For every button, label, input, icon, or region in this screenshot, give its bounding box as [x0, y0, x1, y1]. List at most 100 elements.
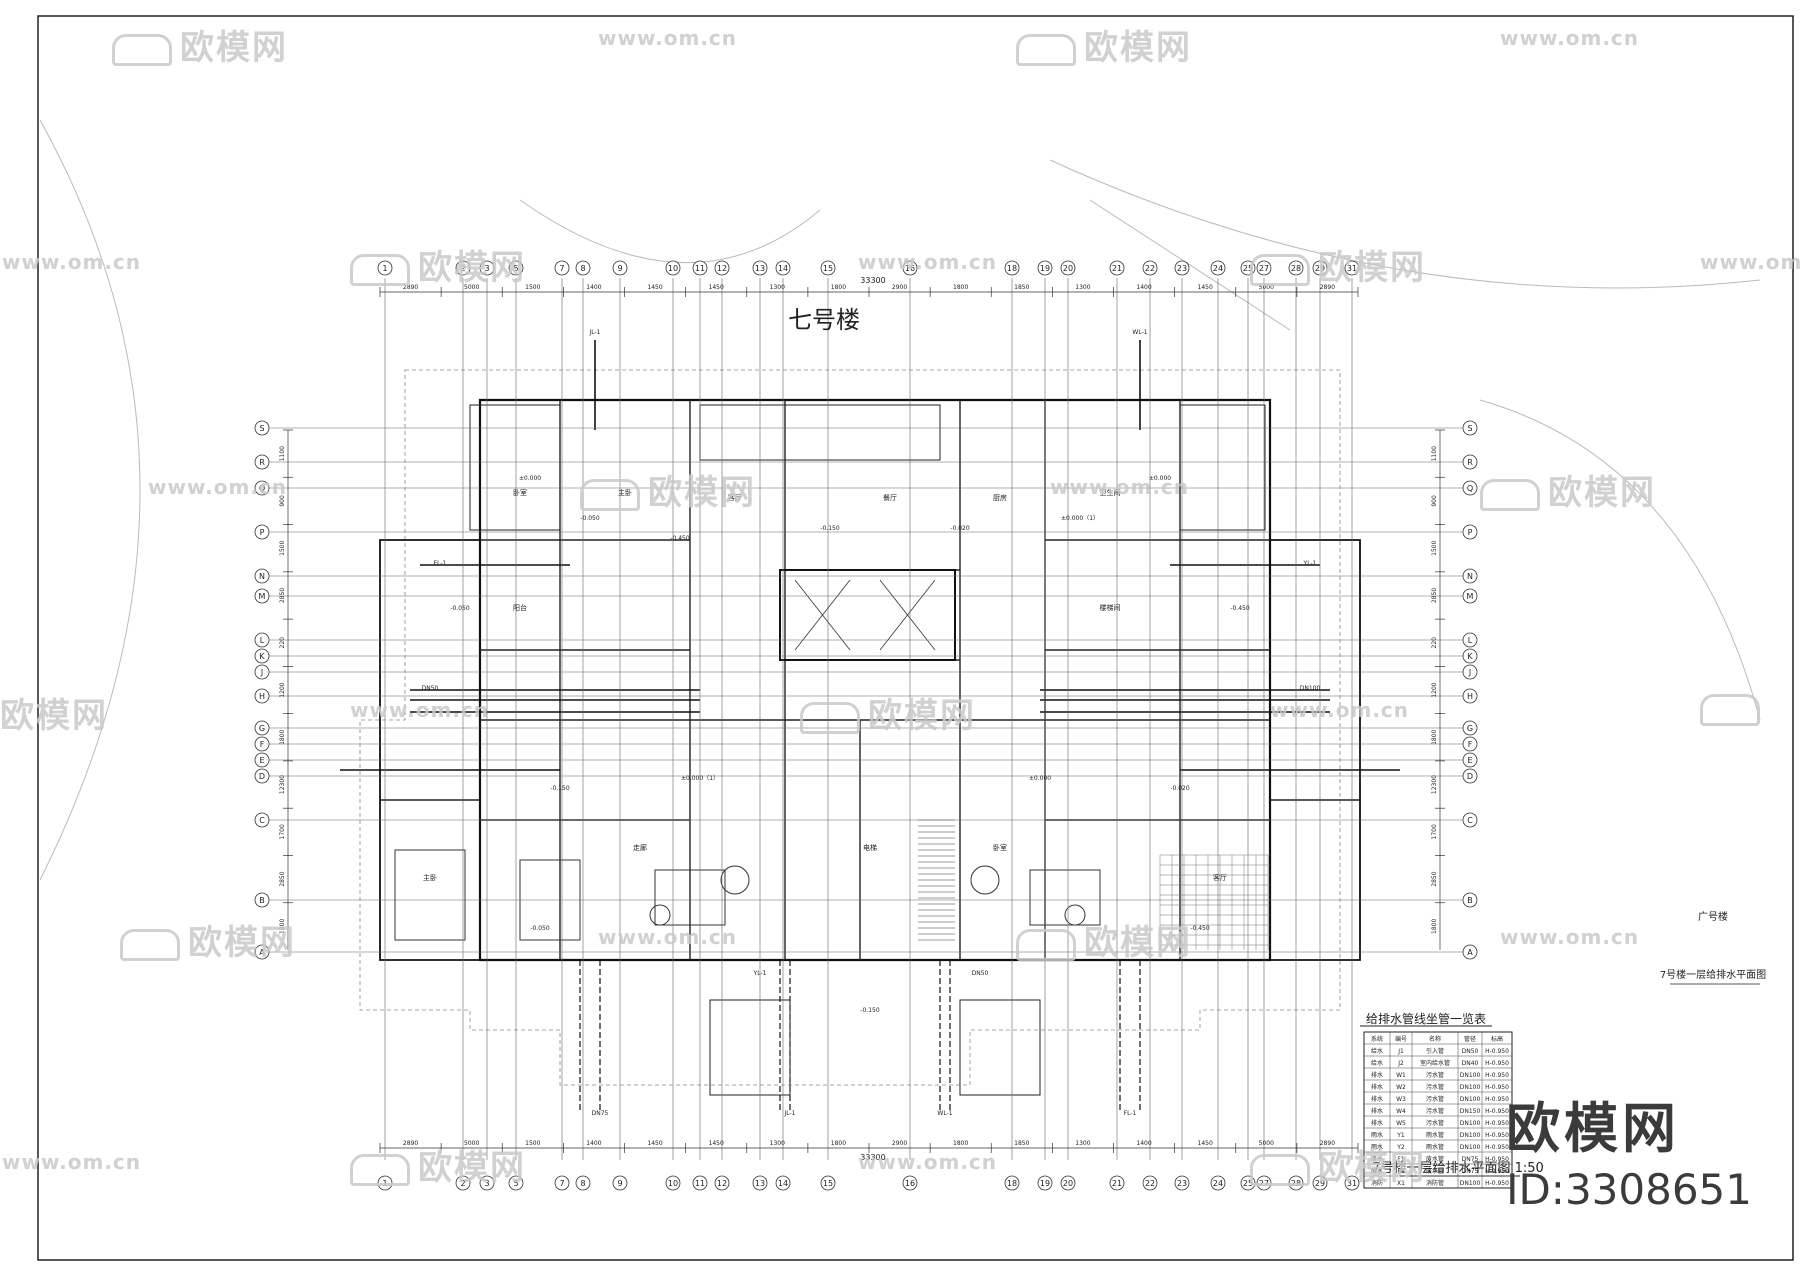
brand-id: ID:3308651 — [1506, 1165, 1752, 1214]
pipe-table-cell: W1 — [1396, 1072, 1406, 1079]
grid-column-label: 22 — [1145, 1179, 1155, 1188]
dimension-text: 1450 — [709, 1140, 724, 1147]
dimension-text: 1300 — [1075, 1140, 1090, 1147]
grid-bubble — [254, 524, 270, 540]
pipe-table-cell: 室内给水管 — [1420, 1059, 1450, 1067]
grid-bubble — [1462, 720, 1478, 736]
pipe-tag: DN50 — [422, 685, 439, 692]
grid-row-label: R — [259, 458, 265, 467]
grid-bubble — [554, 1175, 570, 1191]
dimension-text: 900 — [1431, 495, 1438, 507]
grid-bubble — [665, 260, 681, 276]
sofa — [654, 869, 726, 926]
dimension-text: 5000 — [464, 284, 479, 291]
grid-bubble — [820, 1175, 836, 1191]
watermark-logo: 欧模网 — [1016, 20, 1192, 69]
grid-column-label: 5 — [513, 1179, 518, 1188]
dimension-text: 900 — [279, 495, 286, 507]
grid-bubble — [254, 568, 270, 584]
dimension-text: 2900 — [892, 1140, 907, 1147]
pipe-table-cell: 引入管 — [1426, 1047, 1444, 1055]
balcony — [699, 404, 941, 461]
grid-bubble — [554, 260, 570, 276]
grid-column-label: 7 — [559, 264, 564, 273]
dimension-text: 1800 — [1431, 919, 1438, 934]
grid-column-label: 25 — [1243, 1179, 1253, 1188]
pipe-table-cell: DN40 — [1462, 1060, 1479, 1067]
watermark-icon — [1016, 33, 1076, 66]
dimension-text: 1800 — [953, 284, 968, 291]
pipe-table-cell: 污水管 — [1426, 1107, 1444, 1115]
grid-row-label: A — [259, 948, 265, 957]
grid-bubble — [1462, 944, 1478, 960]
room-label: 阳台 — [513, 603, 527, 612]
room-label: 客厅 — [1213, 873, 1227, 882]
room-label: 主卧 — [618, 488, 632, 497]
grid-bubble — [1462, 420, 1478, 436]
dimension-text: 5000 — [464, 1140, 479, 1147]
elevation-mark: -0.450 — [670, 535, 690, 542]
outer-envelope — [359, 369, 1341, 1086]
grid-column-label: 28 — [1291, 264, 1301, 273]
elevation-mark: ±0.000 — [519, 475, 541, 482]
grid-column-label: 16 — [905, 264, 915, 273]
grid-row-label: D — [259, 772, 265, 781]
dimension-text: 2850 — [279, 871, 286, 886]
grid-column-label: 18 — [1007, 264, 1017, 273]
dimension-text: 1400 — [1136, 284, 1151, 291]
grid-row-label: B — [259, 896, 265, 905]
watermark-logo: 欧模网 — [350, 240, 526, 289]
grid-bubble — [254, 688, 270, 704]
pipe-table-cell: 给水 — [1371, 1047, 1383, 1055]
grid-row-label: S — [259, 424, 264, 433]
pipe-table-cell: 排水 — [1371, 1071, 1383, 1079]
grid-bubble — [1462, 480, 1478, 496]
grid-row-label: D — [1467, 772, 1473, 781]
grid-column-label: 11 — [695, 1179, 705, 1188]
grid-row-label: F — [260, 740, 265, 749]
watermark-logo: 欧模网 — [800, 688, 976, 737]
grid-bubble — [1037, 260, 1053, 276]
dimension-text: 220 — [279, 637, 286, 649]
room-label: 卧室 — [513, 488, 527, 497]
grid-bubble — [1142, 260, 1158, 276]
grid-column-label: 24 — [1213, 1179, 1223, 1188]
sofa — [1029, 869, 1101, 926]
dimension-text: 2900 — [892, 284, 907, 291]
outer-wall-east — [1269, 539, 1361, 961]
grid-bubble — [1462, 664, 1478, 680]
plant — [1064, 904, 1086, 926]
grid-bubble — [714, 260, 730, 276]
pipe-table-cell: H-0.950 — [1485, 1132, 1509, 1139]
pipe-table-cell: H-0.950 — [1485, 1048, 1509, 1055]
grid-column-label: 20 — [1063, 1179, 1073, 1188]
grid-column-label: 11 — [695, 264, 705, 273]
grid-row-label: J — [1468, 668, 1471, 677]
pipe-table-cell: 废水 — [1371, 1167, 1383, 1175]
watermark-icon — [120, 928, 180, 961]
dining-table — [720, 865, 750, 895]
watermark-icon — [800, 701, 860, 734]
grid-bubble — [1109, 1175, 1125, 1191]
elevation-mark: ±0.000 — [1149, 475, 1171, 482]
building-label: 七号楼 — [788, 306, 860, 334]
dimension-text: 2890 — [403, 1140, 418, 1147]
grid-bubble — [1344, 1175, 1360, 1191]
pipe-table-cell: F1 — [1397, 1156, 1404, 1163]
pipe-table-cell: F2 — [1397, 1168, 1404, 1175]
grid-column-label: 19 — [1040, 264, 1050, 273]
bed — [394, 849, 466, 941]
grid-row-label: Q — [1467, 484, 1473, 493]
grid-bubble — [902, 1175, 918, 1191]
grid-row-label: K — [259, 652, 265, 661]
dimension-text: 1300 — [1075, 284, 1090, 291]
watermark-icon — [350, 253, 410, 286]
pipe-table-cell: 废水 — [1371, 1155, 1383, 1163]
grid-column-label: 31 — [1347, 1179, 1357, 1188]
grid-column-label: 23 — [1177, 264, 1187, 273]
grid-column-label: 24 — [1213, 264, 1223, 273]
elevation-mark: ±0.000 — [1029, 775, 1051, 782]
pipe-table-cell: DN100 — [1460, 1072, 1481, 1079]
grid-bubble — [254, 480, 270, 496]
